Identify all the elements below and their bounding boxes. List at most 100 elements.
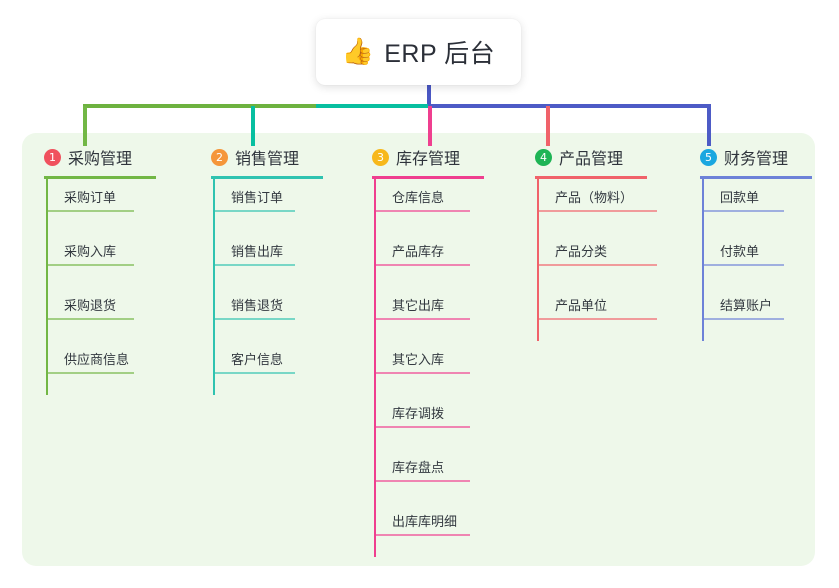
list-item[interactable]: 产品（物料） [537,179,657,233]
column-badge-icon: 4 [535,148,552,166]
list-item-rule [374,264,470,266]
column-title: 财务管理 [724,151,789,168]
column-2: 2 销售管理销售订单销售出库销售退货客户信息 [211,146,323,395]
list-item-label: 产品库存 [392,244,445,259]
column-title: 销售管理 [235,151,300,168]
column-badge-icon: 5 [700,148,717,166]
list-item[interactable]: 出库库明细 [374,503,484,557]
list-item-label: 库存调拨 [392,406,445,421]
root-title: ERP 后台 [384,40,496,68]
list-item-rule [46,372,134,374]
list-item[interactable]: 采购订单 [46,179,156,233]
list-item[interactable]: 产品分类 [537,233,657,287]
list-item-rule [46,264,134,266]
list-item-label: 产品单位 [555,298,608,313]
list-item-label: 产品（物料） [555,190,634,205]
column-header-rule [44,176,156,179]
list-item[interactable]: 供应商信息 [46,341,156,395]
column-badge-icon: 1 [44,148,61,166]
column-spine [46,179,48,395]
root-stem-connector [427,82,431,106]
list-item-label: 采购订单 [64,190,117,205]
list-item-label: 出库库明细 [392,514,458,529]
drop-connector-5 [707,106,711,146]
list-item[interactable]: 产品单位 [537,287,657,341]
column-4: 4 产品管理产品（物料） 产品分类产品单位 [535,146,657,341]
column-1: 1 采购管理采购订单采购入库采购退货供应商信息 [44,146,156,395]
column-item-list: 销售订单销售出库销售退货客户信息 [213,179,323,395]
column-header-rule [211,176,323,179]
column-spine [537,179,539,341]
list-item[interactable]: 客户信息 [213,341,323,395]
list-item[interactable]: 销售出库 [213,233,323,287]
list-item-label: 结算账户 [720,298,773,313]
column-spine [702,179,704,341]
list-item[interactable]: 其它入库 [374,341,484,395]
list-item[interactable]: 库存调拨 [374,395,484,449]
list-item-rule [537,210,657,212]
list-item-rule [374,534,470,536]
list-item-rule [46,210,134,212]
list-item[interactable]: 采购入库 [46,233,156,287]
list-item[interactable]: 仓库信息 [374,179,484,233]
column-title: 库存管理 [396,151,461,168]
list-item-rule [374,372,470,374]
list-item-label: 采购退货 [64,298,117,313]
diagram-panel [22,133,815,566]
column-title: 采购管理 [68,151,133,168]
list-item-label: 客户信息 [231,352,284,367]
drop-connector-2 [251,106,255,146]
column-header-2[interactable]: 2 销售管理 [211,146,323,168]
drop-connector-1 [83,106,87,146]
list-item-label: 产品分类 [555,244,608,259]
column-header-5[interactable]: 5 财务管理 [700,146,812,168]
list-item-label: 付款单 [720,244,760,259]
list-item-rule [374,210,470,212]
list-item[interactable]: 销售订单 [213,179,323,233]
column-header-rule [535,176,647,179]
list-item[interactable]: 采购退货 [46,287,156,341]
branch-bar-segment-middle [316,104,430,108]
column-3: 3 库存管理仓库信息产品库存其它出库其它入库库存调拨库存盘点出库库明细 [372,146,484,557]
column-header-4[interactable]: 4 产品管理 [535,146,647,168]
list-item-rule [374,318,470,320]
thumbs-up-icon: 👍 [341,37,375,67]
column-badge-icon: 2 [211,148,228,166]
column-header-rule [372,176,484,179]
list-item-rule [213,318,295,320]
branch-bar-segment-left [83,104,318,108]
drop-connector-3 [428,106,432,146]
list-item-label: 供应商信息 [64,352,130,367]
list-item[interactable]: 库存盘点 [374,449,484,503]
list-item-label: 库存盘点 [392,460,445,475]
list-item[interactable]: 结算账户 [702,287,812,341]
drop-connector-4 [546,106,550,146]
list-item-rule [213,372,295,374]
column-title: 产品管理 [559,151,624,168]
list-item[interactable]: 产品库存 [374,233,484,287]
list-item-label: 销售出库 [231,244,284,259]
column-header-rule [700,176,812,179]
column-spine [213,179,215,395]
column-badge-icon: 3 [372,148,389,166]
column-header-3[interactable]: 3 库存管理 [372,146,484,168]
list-item-rule [702,318,784,320]
column-5: 5 财务管理回款单付款单结算账户 [700,146,812,341]
list-item-rule [537,318,657,320]
list-item[interactable]: 销售退货 [213,287,323,341]
column-item-list: 回款单付款单结算账户 [702,179,812,341]
branch-bar-segment-right [428,104,711,108]
list-item-rule [374,426,470,428]
list-item-rule [213,210,295,212]
column-spine [374,179,376,557]
list-item-label: 采购入库 [64,244,117,259]
list-item[interactable]: 回款单 [702,179,812,233]
list-item-label: 销售退货 [231,298,284,313]
root-node[interactable]: 👍 ERP 后台 [316,19,521,85]
list-item-label: 仓库信息 [392,190,445,205]
column-header-1[interactable]: 1 采购管理 [44,146,156,168]
list-item[interactable]: 其它出库 [374,287,484,341]
list-item[interactable]: 付款单 [702,233,812,287]
list-item-rule [213,264,295,266]
